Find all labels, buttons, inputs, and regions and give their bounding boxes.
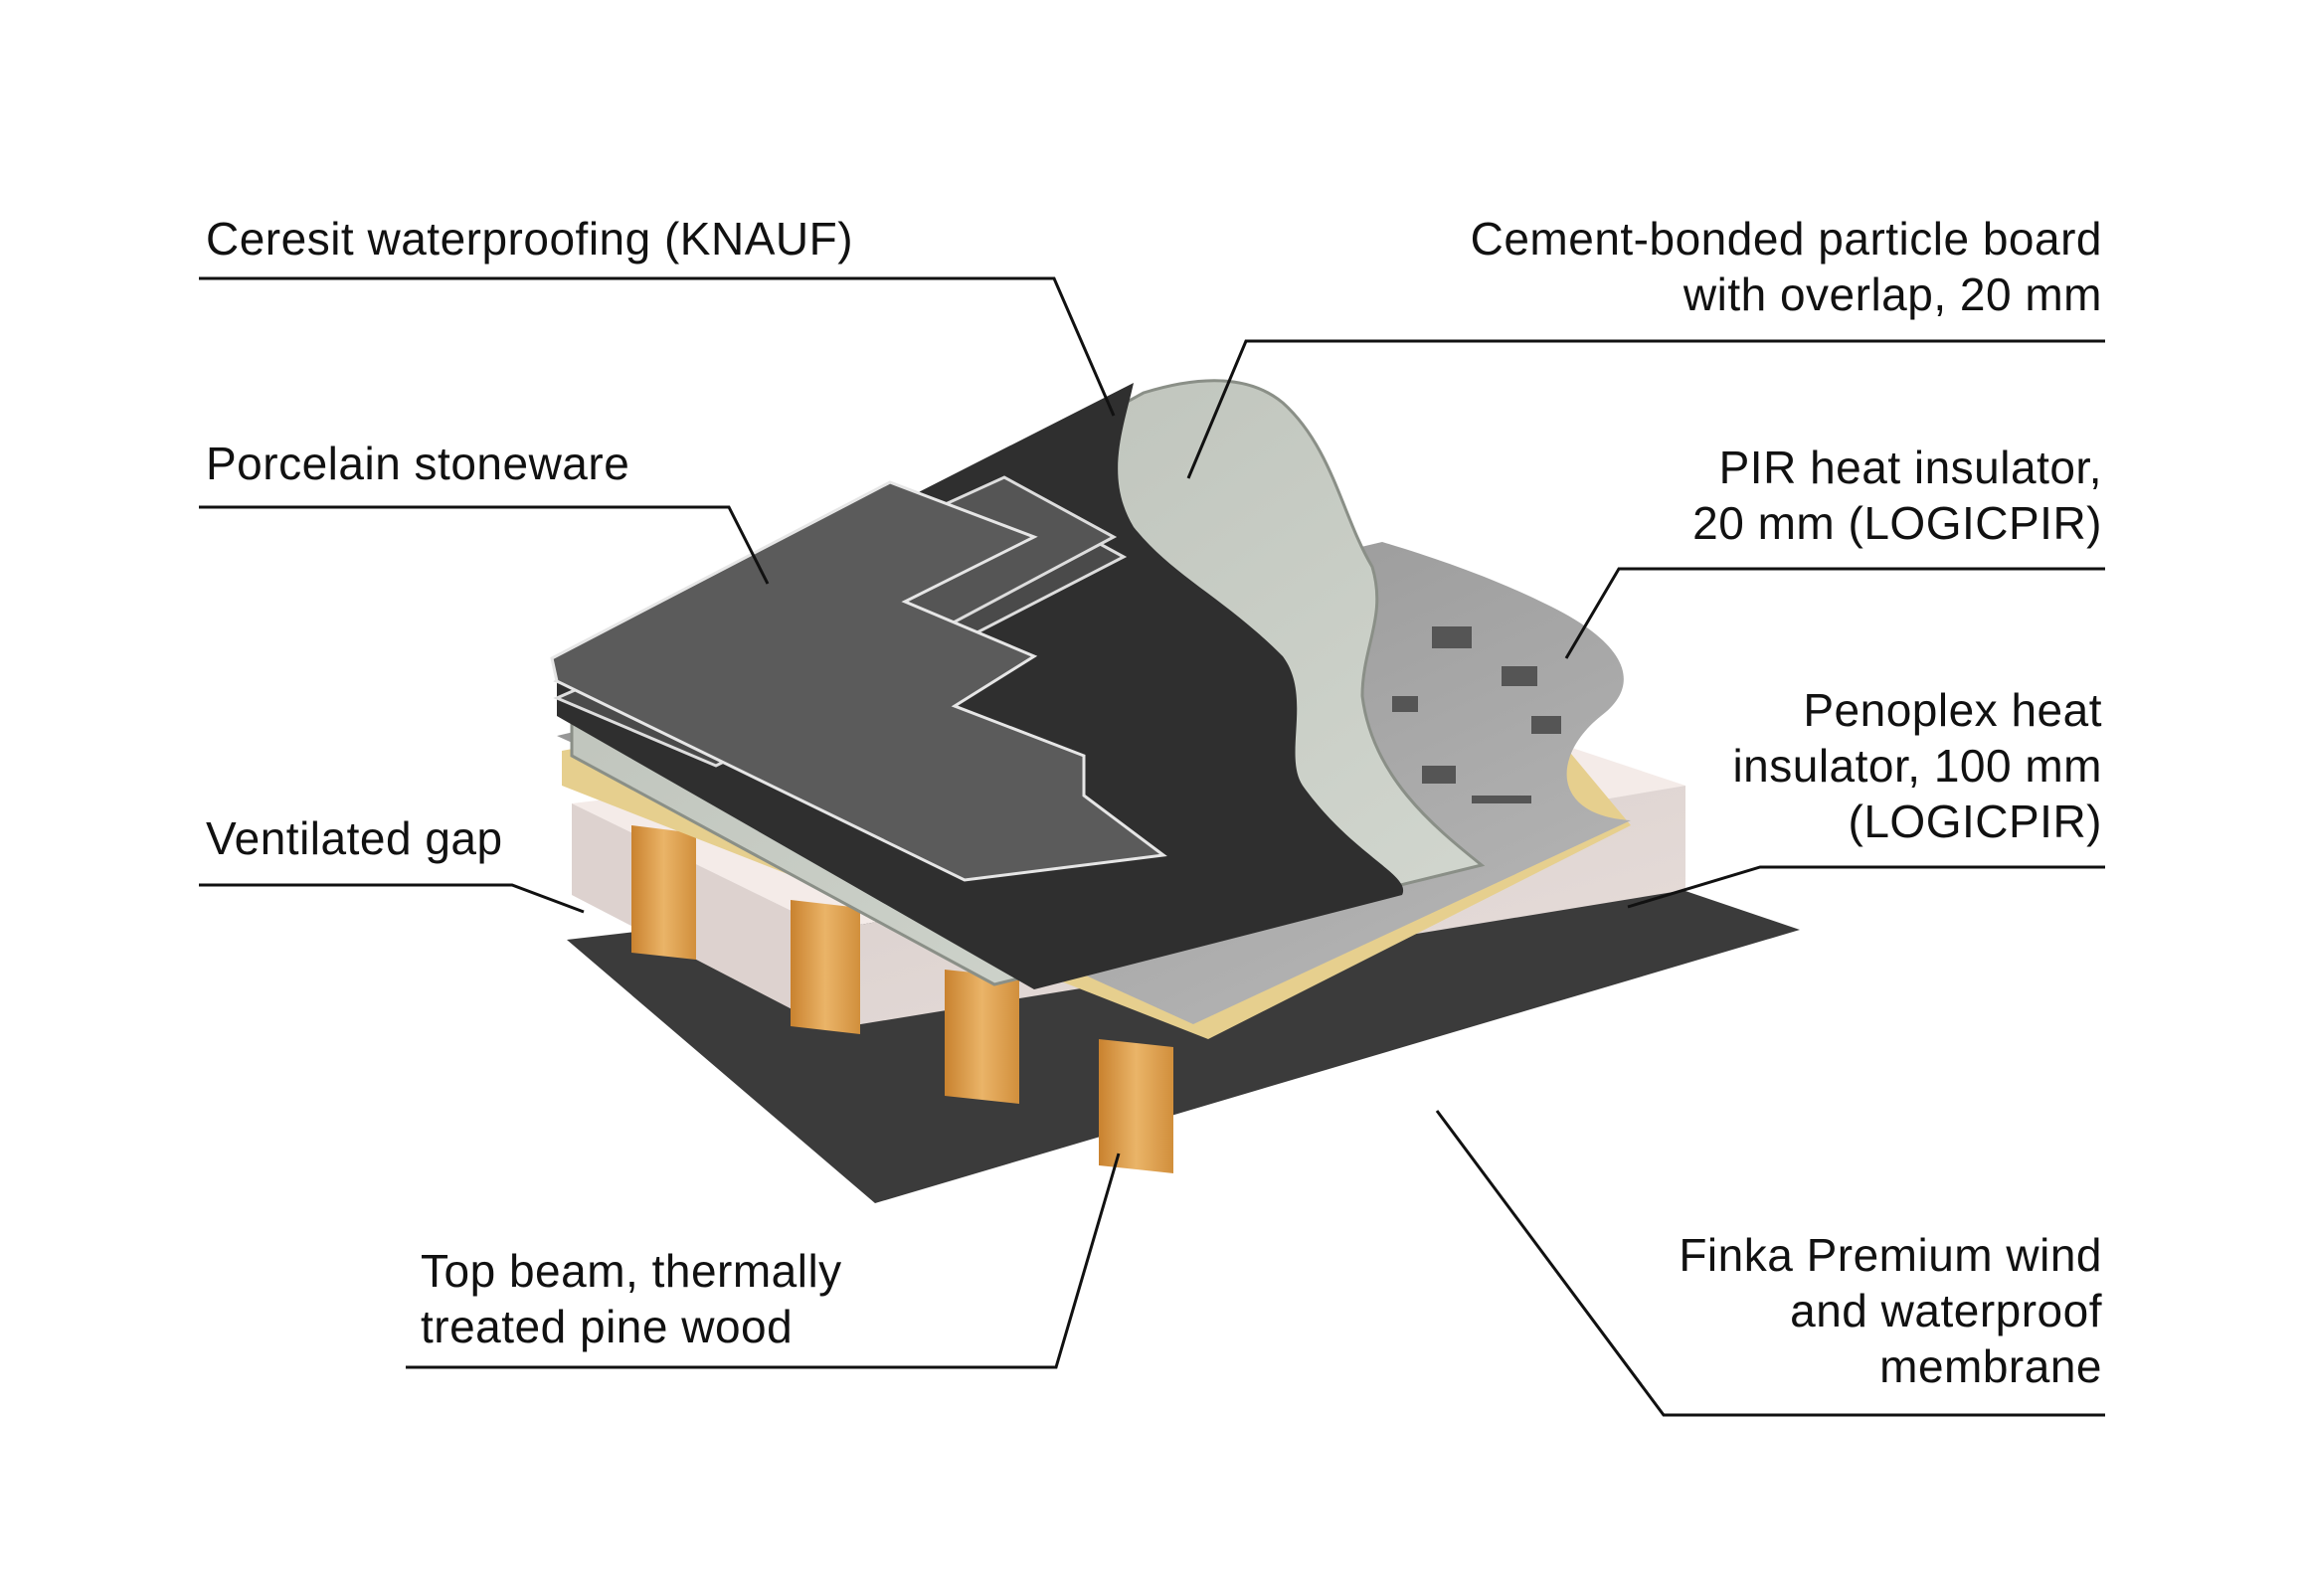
- leader-ventilated: [199, 883, 585, 914]
- leader-cement: [1186, 339, 2105, 479]
- label-penoplex-insulator: Penoplex heat insulator, 100 mm (LOGICPI…: [1732, 684, 2102, 847]
- beam-group: [631, 825, 1173, 1173]
- leader-porcelain: [199, 505, 770, 585]
- pir-print-marks: [1392, 626, 1561, 803]
- leader-lines: [199, 276, 2105, 1417]
- beam: [791, 900, 860, 1034]
- label-pir-insulator: PIR heat insulator, 20 mm (LOGICPIR): [1692, 442, 2102, 549]
- label-finka-membrane: Finka Premium wind and waterproof membra…: [1679, 1229, 2102, 1392]
- label-ceresit-waterproofing: Ceresit waterproofing (KNAUF): [206, 213, 854, 265]
- leader-beam: [406, 1153, 1121, 1369]
- leader-pir: [1564, 567, 2105, 659]
- label-porcelain-stoneware: Porcelain stoneware: [206, 438, 630, 489]
- beam: [631, 825, 696, 960]
- leader-finka: [1435, 1110, 2105, 1417]
- label-ventilated-gap: Ventilated gap: [206, 812, 503, 864]
- label-cement-board: Cement-bonded particle board with overla…: [1470, 213, 2102, 320]
- stoneware-tiles: [550, 480, 1167, 882]
- label-top-beam: Top beam, thermally treated pine wood: [421, 1245, 842, 1352]
- leader-penoplex: [1627, 865, 2105, 909]
- beam: [1099, 1039, 1173, 1173]
- leader-ceresit: [199, 276, 1116, 417]
- beam: [945, 970, 1019, 1104]
